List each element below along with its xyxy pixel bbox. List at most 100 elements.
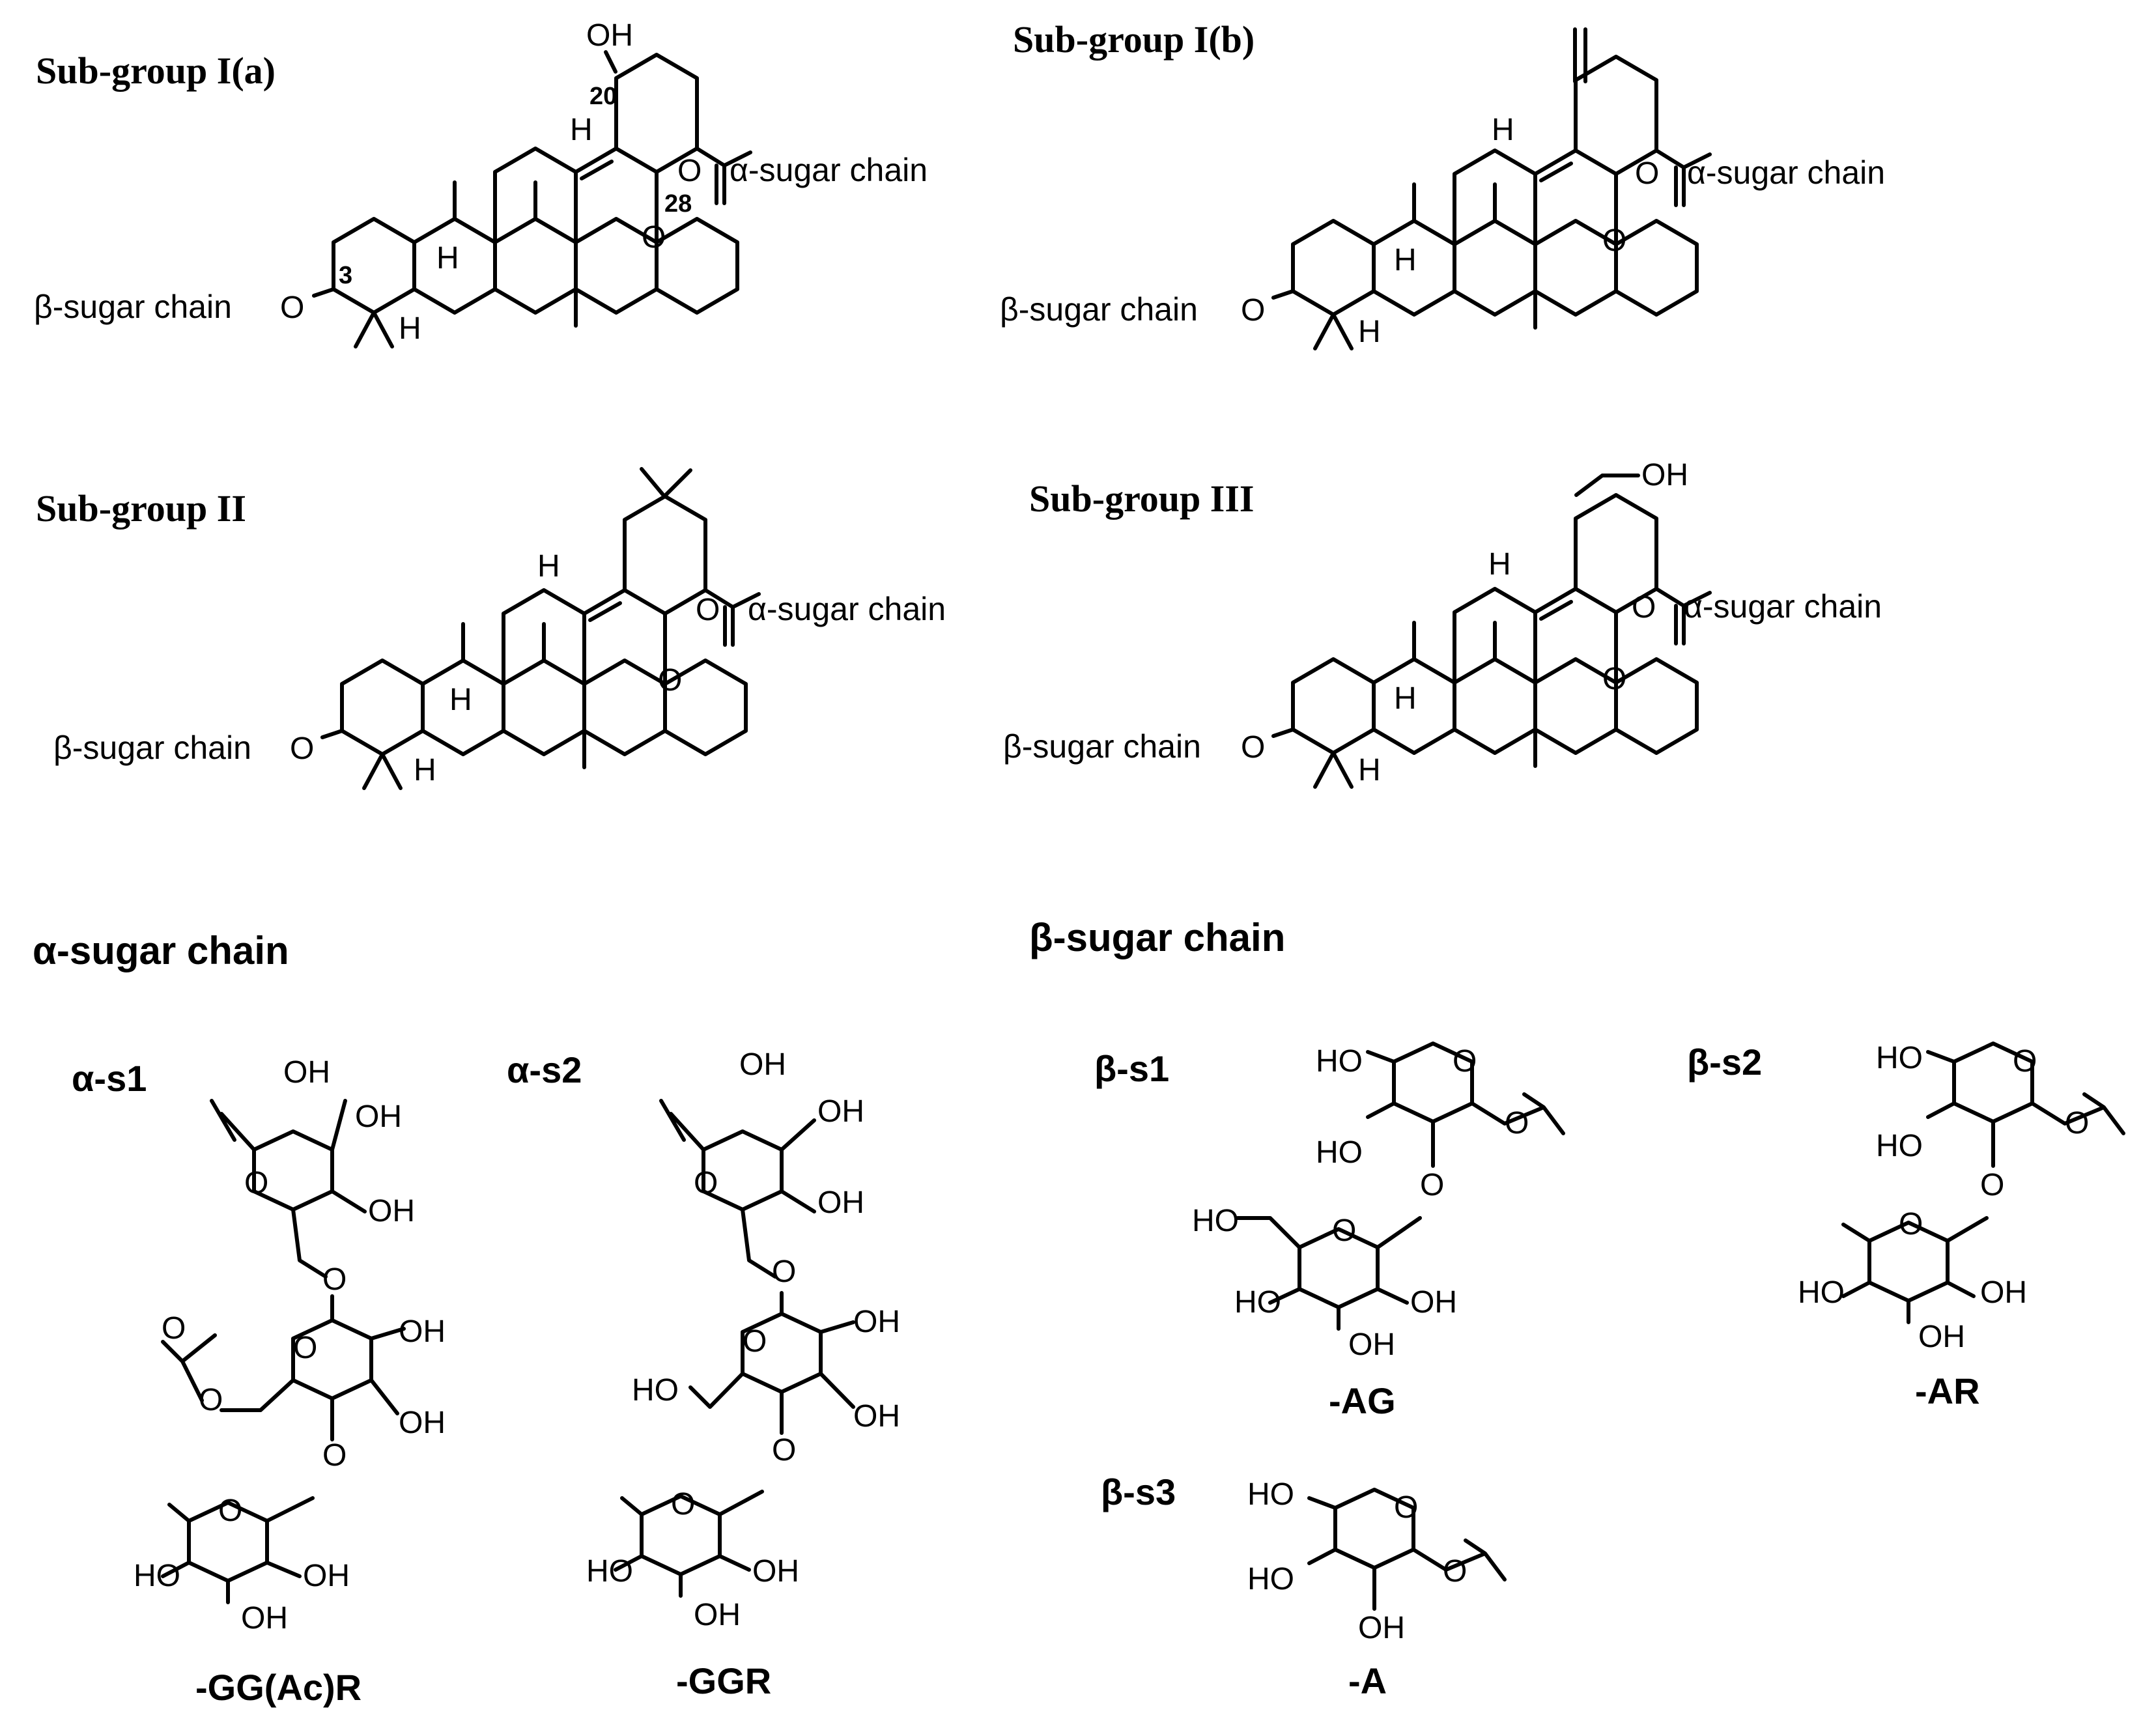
ring-o-3: O [218,1494,242,1528]
ring-o-1: O [2013,1044,2037,1079]
h-label-1: H [1488,547,1511,582]
ho-4: HO [1234,1285,1281,1320]
ring-o-3: O [671,1487,695,1522]
oh-4: OH [853,1305,900,1339]
ho-2: HO [1876,1129,1923,1163]
ho-2: HO [1316,1135,1363,1170]
beta-s2-label: β-s2 [1687,1042,1762,1083]
ester-o: O [696,593,720,627]
c28-label: 28 [664,190,692,218]
alpha-section-title: α-sugar chain [33,929,289,972]
beta-section-title: β-sugar chain [1029,916,1285,959]
h-label-2: H [1394,681,1417,716]
link-o-1: O [772,1254,796,1289]
ho-1: HO [1876,1041,1923,1075]
oh-3: OH [368,1194,415,1228]
carbonyl-o: O [1602,223,1626,258]
gem-dimethyl [640,467,692,498]
ho-2: HO [586,1554,633,1589]
carbonyl-o: O [642,220,666,255]
glyco-o: O [1505,1106,1529,1141]
ring-o-2: O [743,1324,767,1359]
ester-o: O [1632,590,1656,625]
ring-substituents-3 [614,1490,764,1598]
ring-o: O [1241,730,1265,765]
oh-label: OH [586,18,633,53]
beta-chain-label: β-sugar chain [1003,728,1201,765]
h-label-1: H [570,113,593,147]
subgroup-Ia: Sub-group I(a) OH 20 28 3 O O α-sugar ch… [34,18,928,347]
ring-o-1: O [1453,1044,1477,1079]
carbonyl-o: O [1602,662,1626,696]
h-label-2: H [436,241,459,276]
attachment-wavy [659,1099,705,1152]
beta-s2-structure: β-s2 O O HO HO O O HO OH OH -AR [1687,1041,2125,1411]
oh-2: OH [1918,1320,1965,1354]
beta-s1-structure: β-s1 O O HO HO O O HO HO OH OH -AG [1094,1043,1565,1421]
oh-1: OH [1410,1285,1457,1320]
subgroup-Ib-title: Sub-group I(b) [1013,18,1255,61]
ho-3: HO [1192,1204,1239,1238]
h-label-3: H [1358,753,1381,787]
ho-1: HO [632,1373,679,1408]
beta-s1-code: -AG [1329,1380,1396,1421]
subgroup-Ib: Sub-group I(b) O O α-sugar chain O β-sug… [1000,18,1885,349]
ring-substituents [741,1118,816,1279]
carbonyl-o: O [658,663,682,698]
oh-4: OH [399,1314,446,1349]
oh-1: OH [739,1047,786,1082]
oh-5: OH [399,1406,446,1440]
link-o: O [1420,1168,1444,1202]
exo-methylene [1573,27,1587,83]
hydroxymethyl-bond [1574,474,1640,497]
oh-6: OH [303,1559,350,1593]
ho-1: HO [134,1559,180,1593]
attachment-wavy [210,1099,256,1152]
alpha-s1-structure: α-s1 O OH OH OH O OH OH O O O O O HO OH … [72,1055,446,1708]
beta-s3-label: β-s3 [1101,1471,1176,1512]
ring-o-1: O [244,1166,268,1200]
oh-2: OH [355,1099,402,1134]
h-label-1: H [1492,113,1514,147]
ring-substituents [291,1099,367,1279]
alpha-s2-label: α-s2 [507,1049,582,1090]
h-label-1: H [537,549,560,584]
oh-6: OH [752,1554,799,1589]
h-label-3: H [399,311,421,346]
ring-substituents [1366,1050,1565,1168]
ho-1: HO [1247,1477,1294,1512]
ring-o-2: O [1332,1213,1356,1248]
subgroup-II: Sub-group II O O α-sugar chain O β-sugar… [36,467,946,788]
link-o-2: O [772,1433,796,1467]
oh-7: OH [241,1601,288,1636]
alpha-chain-label: α-sugar chain [1687,154,1885,191]
ring-o: O [1241,293,1265,328]
ho-1: HO [1316,1044,1363,1079]
alpha-s2-structure: α-s2 O OH OH OH O OH OH O HO O O HO OH O… [507,1047,900,1701]
oh-2: OH [817,1094,864,1129]
beta-s2-code: -AR [1915,1370,1980,1411]
ring-substituents-2 [688,1291,855,1409]
oh-2: OH [1348,1327,1395,1362]
h-label-2: H [1394,243,1417,277]
oh-1: OH [1358,1611,1405,1645]
ring-substituents-2 [1841,1216,1989,1324]
alpha-chain-label: α-sugar chain [730,152,928,188]
ring-substituents [1926,1050,2125,1168]
oh-label: OH [1641,458,1688,492]
acetyl-o-1: O [162,1311,186,1346]
ester-o: O [1635,156,1659,191]
beta-chain-label: β-sugar chain [34,289,232,325]
ring-substituents-2 [220,1294,406,1415]
ester-o: O [677,154,702,188]
h-label-3: H [414,753,436,787]
beta-s3-code: -A [1348,1660,1387,1701]
glyco-o: O [2065,1106,2089,1141]
oh-3: OH [817,1185,864,1220]
oh-1: OH [283,1055,330,1090]
alpha-chain-label: α-sugar chain [748,591,946,627]
h-label-3: H [1358,315,1381,349]
h-label-2: H [449,683,472,717]
subgroup-III-title: Sub-group III [1029,477,1255,520]
